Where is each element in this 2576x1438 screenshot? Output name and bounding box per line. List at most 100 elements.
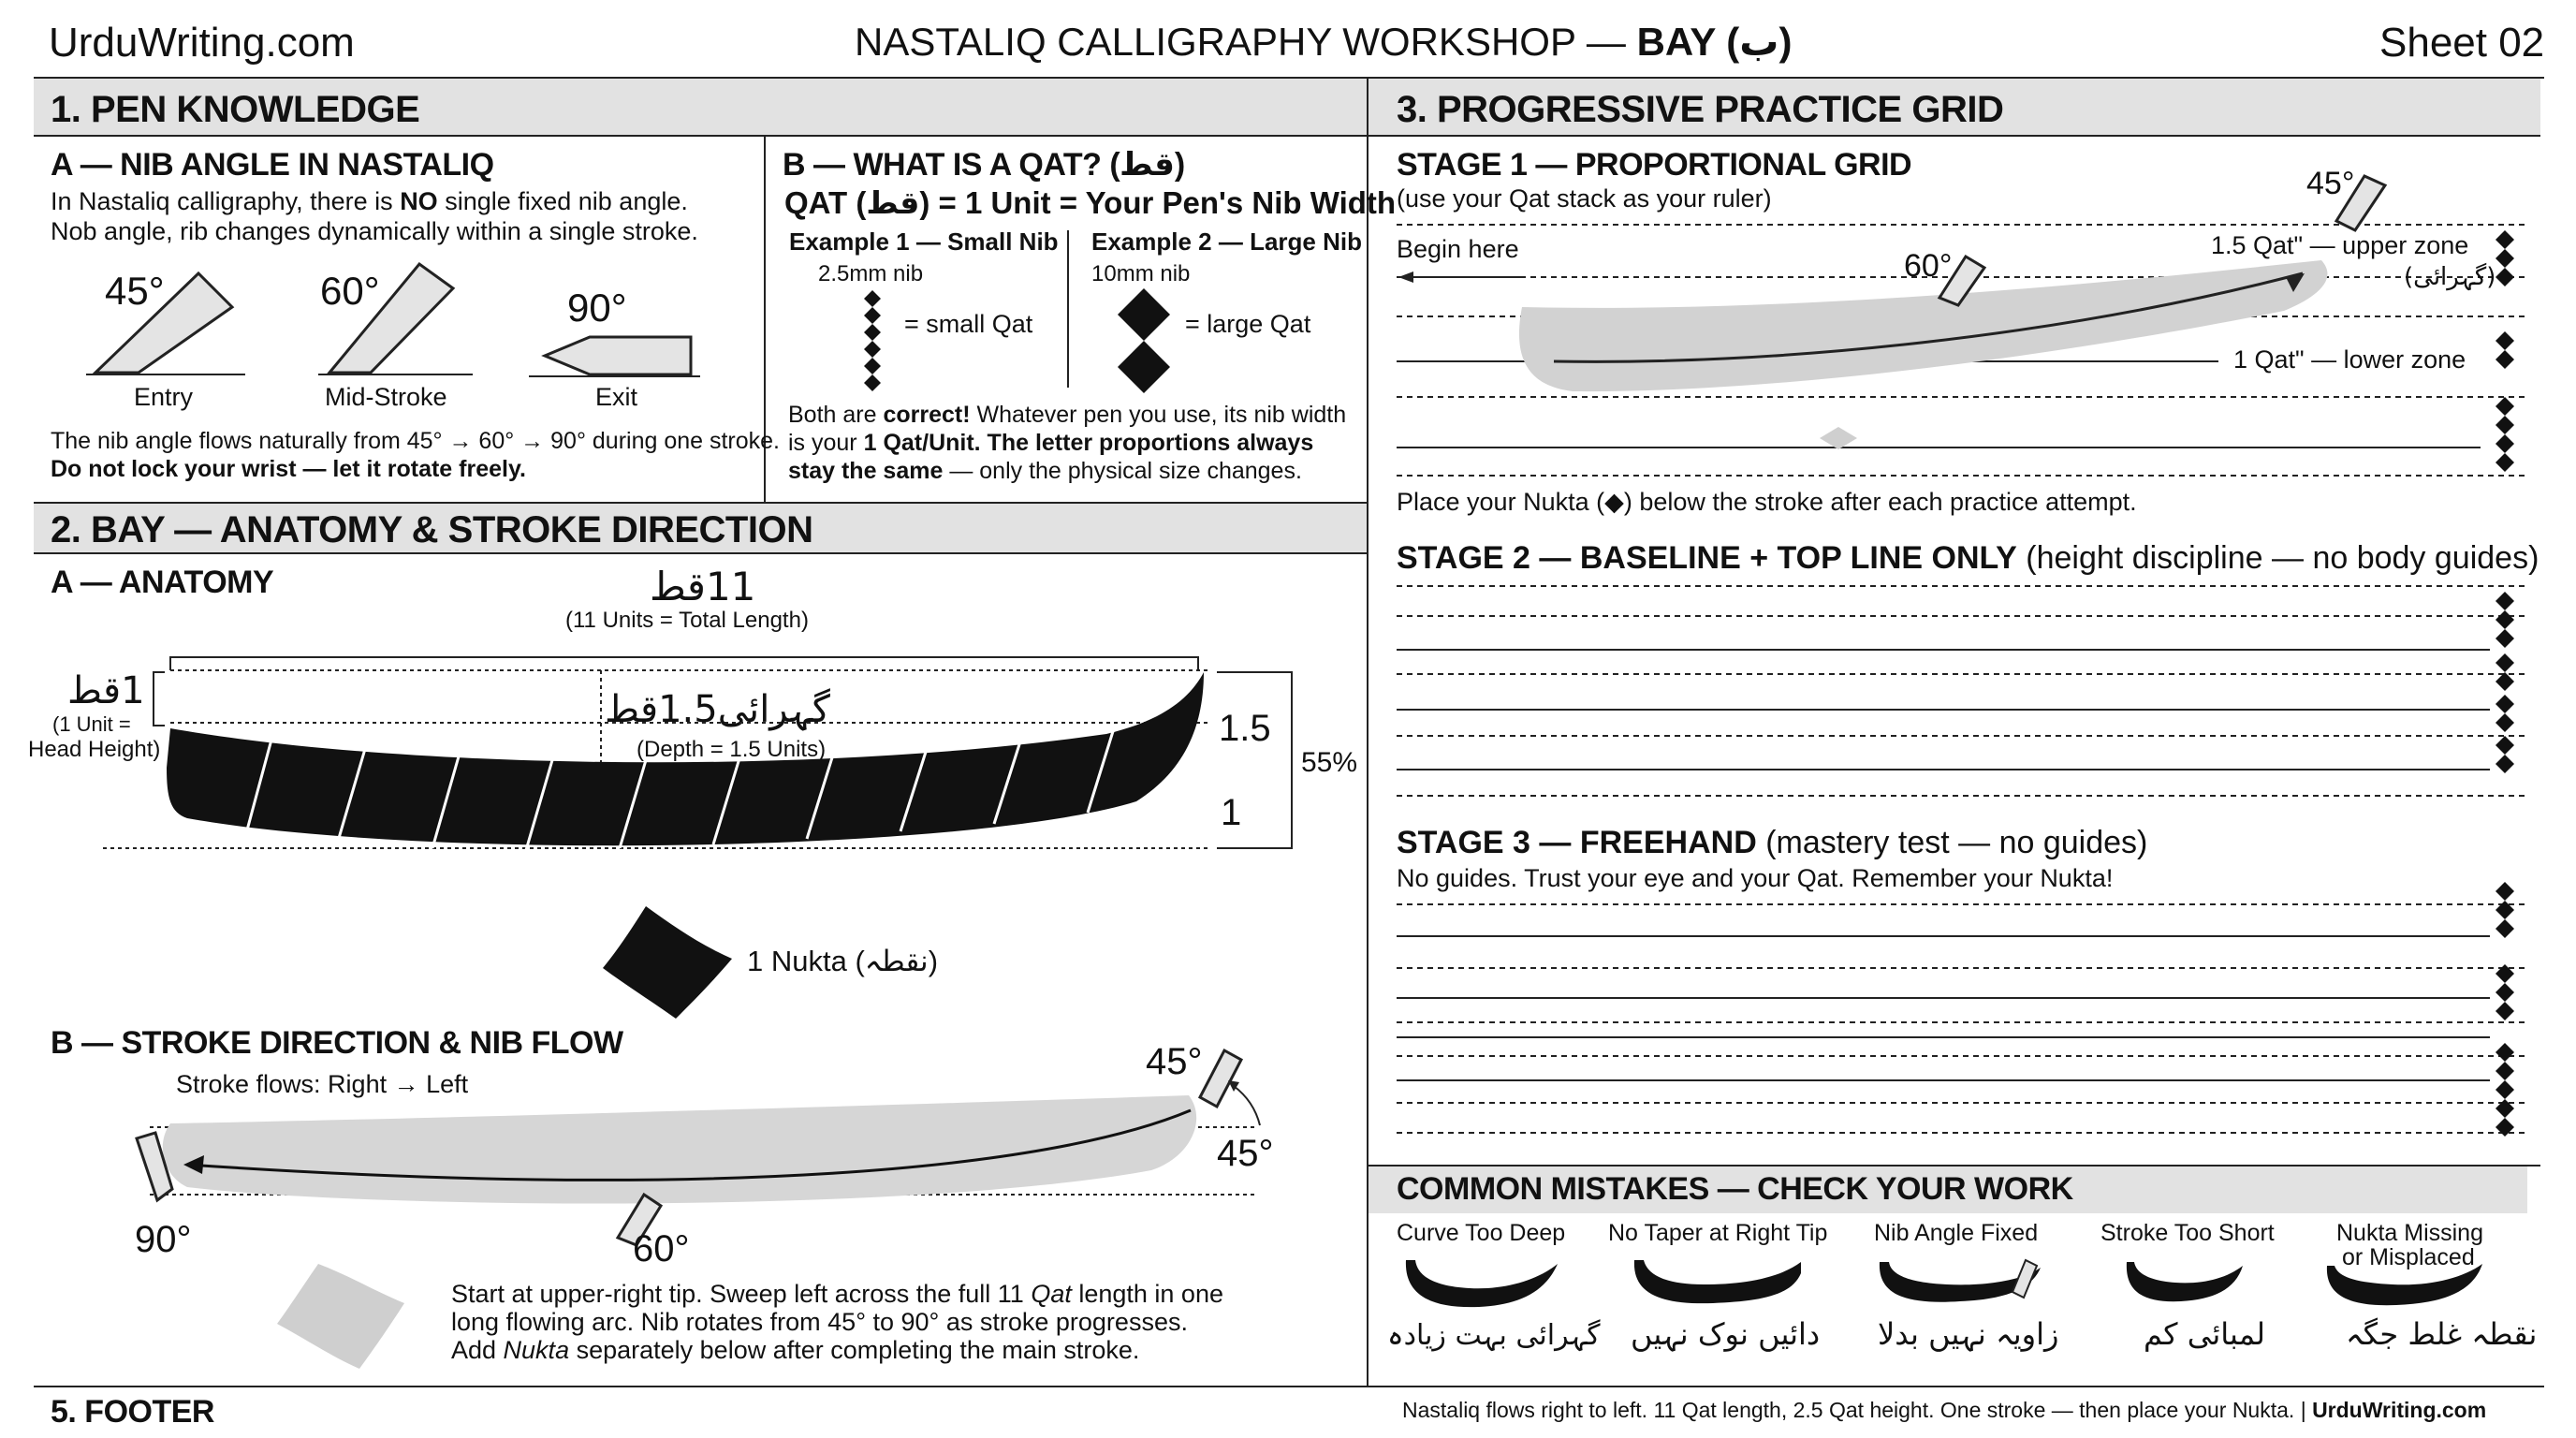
example2-nib: 10mm nib: [1091, 261, 1191, 286]
mistake-4-label: Stroke Too Short: [2100, 1220, 2275, 1246]
example1-title: Example 1 — Small Nib: [789, 227, 1059, 256]
stage1-nib-60-icon: [1937, 254, 1987, 307]
nib-exit-icon: [529, 335, 700, 377]
mistake-5-label1: Nukta Missing: [2336, 1220, 2483, 1246]
head-height-urdu: 1قط: [67, 669, 145, 712]
nib-entry-icon: [86, 271, 245, 375]
large-qat-stack-icon: [1118, 288, 1170, 393]
footer-note: Nastaliq flows right to left. 11 Qat len…: [1402, 1398, 2313, 1422]
section2-top-rule: [34, 502, 1367, 504]
stage1-nib-45-icon: [2334, 174, 2388, 232]
section2-rule: [34, 552, 1367, 554]
stage3-qat-stack-icon: [2496, 882, 2514, 1137]
section3-rule: [1368, 135, 2540, 137]
upper-ratio: 1.5: [1219, 708, 1271, 749]
mistake-too-short-shape: [2126, 1262, 2243, 1302]
nib-angle-title: A — NIB ANGLE IN NASTALIQ: [51, 147, 494, 183]
mistake-2-label: No Taper at Right Tip: [1608, 1220, 1828, 1246]
stroke-flow-diagram: [135, 1048, 1261, 1369]
angle-mid: 60°: [633, 1228, 690, 1269]
upper-zone-label: 1.5 Qat" — upper zone: [2211, 231, 2469, 260]
upper-zone-urdu: (گہرائی): [2404, 263, 2496, 291]
desc1-post: length in one: [1071, 1280, 1223, 1308]
footer-text: Nastaliq flows right to left. 11 Qat len…: [1402, 1398, 2487, 1422]
note1-pre: Both are: [788, 402, 884, 428]
lower-zone-label: 1 Qat" — lower zone: [2233, 345, 2466, 374]
section1-title: 1. PEN KNOWLEDGE: [51, 89, 420, 130]
nib-midstroke-icon: [318, 261, 473, 375]
example1-nib: 2.5mm nib: [818, 261, 924, 286]
lower-ratio: 1: [1221, 792, 1242, 833]
desc3-post: separately below after completing the ma…: [569, 1336, 1140, 1364]
section2-bar: [34, 504, 1367, 552]
mistake-1-label: Curve Too Deep: [1397, 1220, 1566, 1246]
mistake-nukta-shape: [2326, 1264, 2482, 1306]
nib-angle-line1: In Nastaliq calligraphy, there is NO sin…: [51, 187, 688, 216]
total-length-bracket: [169, 656, 1199, 670]
stage2-title-bold: STAGE 2 — BASELINE + TOP LINE ONLY: [1397, 540, 2017, 576]
stage3-title: STAGE 3 — FREEHAND (mastery test — no gu…: [1397, 825, 2147, 860]
examples-divider: [1067, 230, 1069, 388]
stage2-title: STAGE 2 — BASELINE + TOP LINE ONLY (heig…: [1397, 540, 2539, 576]
mistakes-title: COMMON MISTAKES — CHECK YOUR WORK: [1397, 1171, 2073, 1207]
title-bold: BAY (ب): [1636, 20, 1793, 64]
page-title: NASTALIQ CALLIGRAPHY WORKSHOP — BAY (ب): [855, 20, 1793, 64]
nib-angle-line2: Nob angle, rib changes dynamically withi…: [51, 217, 698, 245]
stage2-subtitle: (height discipline — no body guides): [2016, 540, 2539, 576]
total-length-caption: (11 Units = Total Length): [565, 608, 809, 633]
stage3-grid: [1397, 882, 2525, 1137]
header-rule: [34, 77, 2544, 79]
stroke-flow-label: Stroke flows: Right → Left: [176, 1070, 469, 1098]
nib-mid-icon: [615, 1192, 664, 1247]
desc1-italic: Qat: [1031, 1280, 1072, 1308]
desc1: Start at upper-right tip. Sweep left acr…: [451, 1280, 1032, 1308]
stage1-subtitle: (use your Qat stack as your ruler): [1397, 184, 1772, 213]
line1-post: single fixed nib angle.: [437, 187, 688, 215]
note3-post: — only the physical size changes.: [943, 458, 1302, 484]
stage1-grid: [1397, 174, 2525, 477]
bay-anatomy-diagram: [103, 656, 1293, 1019]
mistake-3-label: Nib Angle Fixed: [1874, 1220, 2039, 1246]
nukta-shape: [603, 906, 732, 1019]
large-qat-label: = large Qat: [1185, 310, 1311, 338]
depth-caption: (Depth = 1.5 Units): [637, 737, 827, 762]
mistake-2-urdu: دائیں نوک نہیں: [1631, 1316, 1821, 1352]
right-ratio-bracket: [1217, 671, 1293, 849]
nib-midstroke-label: Mid-Stroke: [325, 383, 447, 411]
note3-bold: stay the same: [788, 458, 944, 484]
head-height-bracket: [153, 671, 165, 726]
note2-bold: 1 Qat/Unit. The letter proportions alway…: [863, 430, 1314, 456]
section1-divider: [764, 135, 766, 502]
footer-title: 5. FOOTER: [51, 1394, 214, 1430]
footer-site-link[interactable]: UrduWriting.com: [2312, 1398, 2487, 1422]
mistake-3-urdu: زاویہ نہیں بدلا: [1878, 1316, 2059, 1352]
mistake-nib-fixed-shape: [1879, 1262, 2041, 1302]
site-name: UrduWriting.com: [49, 20, 355, 66]
stage1-angle-45: 45°: [2306, 166, 2355, 201]
depth-urdu: گہرائی1.5قط: [605, 688, 830, 731]
stroke-direction-title: B — STROKE DIRECTION & NIB FLOW: [51, 1025, 623, 1061]
head-height-caption1: (1 Unit =: [52, 712, 131, 736]
stage1-nukta-marker: [1820, 427, 1857, 449]
qat-note-line3: stay the same — only the physical size c…: [788, 458, 1302, 485]
stroke-desc-line3: Add Nukta separately below after complet…: [451, 1336, 1140, 1365]
stage1-angle-60: 60°: [1904, 248, 1953, 284]
nib-start-icon: [1197, 1048, 1244, 1109]
qat-note-line1: Both are correct! Whatever pen you use, …: [788, 402, 1346, 429]
mistakes-top-rule: [1368, 1165, 2540, 1167]
practice-stroke-guide: [1553, 271, 2304, 363]
mistake-nib-fixed-icon: [2011, 1258, 2039, 1299]
bay-body-shape: [167, 672, 1204, 846]
nib-flow-note: The nib angle flows naturally from 45° →…: [51, 428, 781, 454]
begin-here-label: Begin here: [1397, 235, 1519, 263]
angle-end: 90°: [135, 1219, 192, 1260]
mistake-no-taper-shape: [1633, 1260, 1801, 1304]
mistakes-bar: [1368, 1167, 2527, 1213]
nib-diagrams: [86, 261, 700, 377]
nib-end-icon: [135, 1131, 174, 1203]
stage1-qat-stack-icon: [2496, 230, 2514, 472]
section1-rule: [34, 135, 1367, 137]
rotate-arrow: [1233, 1085, 1261, 1126]
mistake-shapes: [1405, 1258, 2482, 1308]
line1-bold: NO: [400, 187, 438, 215]
